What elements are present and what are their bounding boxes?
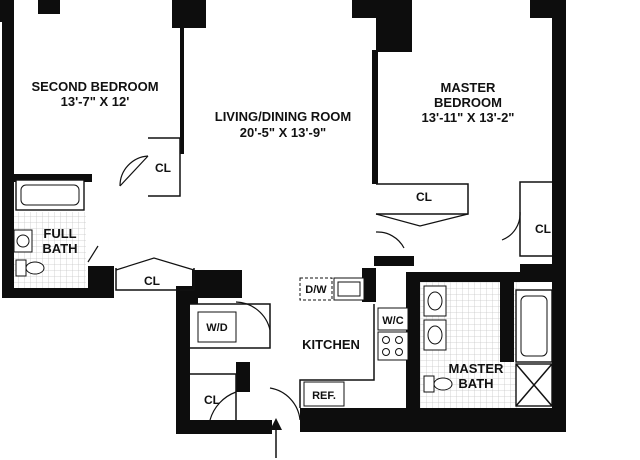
kitchen-sink [333,277,365,301]
walls [0,0,566,434]
full-bath-line1: FULL [43,226,76,241]
sink-basin [16,234,30,248]
kitchen-name: KITCHEN [302,337,360,352]
burner-3 [382,348,390,356]
full-bath-line2: BATH [42,241,77,256]
burner-2 [395,336,403,344]
washer-dryer-label: W/D [206,322,227,334]
master-bedroom-dims: 13'-11" X 13'-2" [422,110,515,125]
entry-arrow-icon [270,418,282,458]
master-sink-2-basin [427,325,443,345]
dishwasher-box [299,277,333,301]
master-bedroom-name-line2: BEDROOM [434,95,502,110]
master-bedroom-name-line1: MASTER [441,80,497,95]
master-sink-1 [423,285,447,317]
master-toilet-tank [423,375,435,393]
master-bath-line1: MASTER [449,361,505,376]
toilet-bowl [25,261,45,275]
closet-label: CL [535,222,551,236]
refrigerator-label: REF. [312,390,336,402]
second-bedroom-name: SECOND BEDROOM [31,79,158,94]
sink [13,229,33,253]
living-dining-dims: 20'-5" X 13'-9" [240,125,326,140]
refrigerator [303,381,345,407]
wall-closet-label: W/C [382,315,403,327]
closet-label: CL [416,190,432,204]
bathtub-inner [20,184,80,206]
door-swings [87,155,521,421]
closet-label: CL [204,393,220,407]
washer-dryer [197,311,237,343]
master-sink-1-basin [427,291,443,311]
master-bathtub-inner [520,295,548,357]
second-bedroom-dims: 13'-7" X 12' [61,94,130,109]
master-toilet-bowl [433,377,453,391]
partitions [115,137,552,420]
closet-label: CL [155,161,171,175]
master-bathtub [515,289,553,363]
burner-4 [395,348,403,356]
living-dining-name: LIVING/DINING ROOM [215,109,352,124]
master-bath-line2: BATH [458,376,493,391]
burner-1 [382,336,390,344]
kitchen-sink-basin [337,281,361,297]
toilet-tank [15,259,27,277]
stove [377,331,409,361]
wall-closet-box [377,307,409,331]
master-sink-2 [423,319,447,351]
closet-label: CL [144,274,160,288]
dishwasher-label: D/W [305,284,327,296]
